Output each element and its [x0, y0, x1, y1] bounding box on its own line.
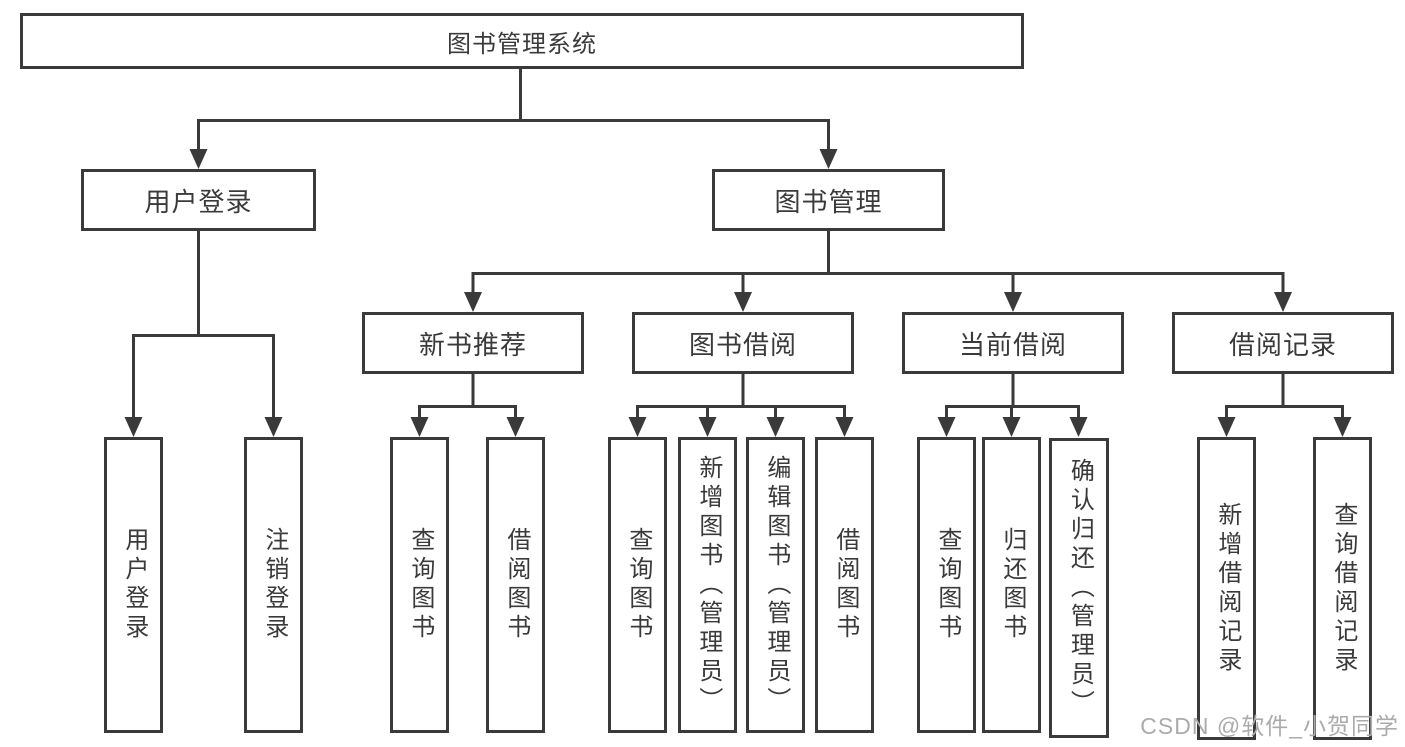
node-user-login: 用户登录 [81, 169, 316, 231]
connector-book-management-to-level2 [464, 231, 1292, 312]
leaf-logout: 注销登录 [244, 437, 303, 733]
leaf-confirm-return-admin: 确认归还（管理员） [1049, 438, 1109, 738]
connector-root-to-level1 [189, 69, 838, 169]
connector-user-login-to-leaves [124, 231, 283, 437]
arrowhead-down-icon [819, 149, 838, 169]
arrowhead-down-icon [1217, 417, 1236, 437]
csdn-watermark: CSDN @软件_小贺同学 [1140, 713, 1399, 739]
leaf-borrow-books: 借阅图书 [815, 437, 874, 733]
leaf-add-books-admin: 新增图书（管理员） [678, 437, 737, 733]
leaf-query-books-current: 查询图书 [917, 437, 976, 733]
arrowhead-down-icon [766, 417, 785, 437]
arrowhead-down-icon [1069, 417, 1088, 437]
node-current-borrow: 当前借阅 [902, 312, 1124, 374]
node-book-management: 图书管理 [712, 169, 945, 231]
arrowhead-down-icon [1333, 417, 1352, 437]
arrowhead-down-icon [410, 417, 429, 437]
connector-new-book-recommend-to-leaves [410, 374, 525, 437]
connector-book-borrow-to-leaves [628, 374, 854, 437]
arrowhead-down-icon [1004, 292, 1022, 312]
arrowhead-down-icon [124, 417, 143, 437]
arrowhead-down-icon [698, 417, 717, 437]
connector-borrow-records-to-leaves [1217, 374, 1352, 437]
arrowhead-down-icon [506, 417, 525, 437]
leaf-return-books: 归还图书 [982, 437, 1041, 733]
leaf-edit-books-admin: 编辑图书（管理员） [746, 437, 805, 733]
arrowhead-down-icon [835, 417, 854, 437]
leaf-borrow-books-recommend: 借阅图书 [486, 437, 545, 733]
arrowhead-down-icon [734, 292, 752, 312]
leaf-add-borrow-record: 新增借阅记录 [1197, 437, 1256, 740]
leaf-user-login: 用户登录 [104, 437, 163, 733]
leaf-query-books-recommend: 查询图书 [390, 437, 449, 733]
node-new-book-recommend: 新书推荐 [362, 312, 584, 374]
arrowhead-down-icon [1002, 417, 1021, 437]
leaf-query-books-borrow: 查询图书 [608, 437, 667, 733]
leaf-query-borrow-record: 查询借阅记录 [1313, 437, 1372, 740]
node-library-management-system: 图书管理系统 [20, 13, 1024, 69]
node-book-borrow: 图书借阅 [632, 312, 854, 374]
arrowhead-down-icon [628, 417, 647, 437]
connector-current-borrow-to-leaves [937, 374, 1088, 437]
arrowhead-down-icon [1274, 292, 1292, 312]
arrowhead-down-icon [264, 417, 283, 437]
node-borrow-records: 借阅记录 [1172, 312, 1394, 374]
arrowhead-down-icon [937, 417, 956, 437]
arrowhead-down-icon [189, 149, 208, 169]
arrowhead-down-icon [464, 292, 482, 312]
